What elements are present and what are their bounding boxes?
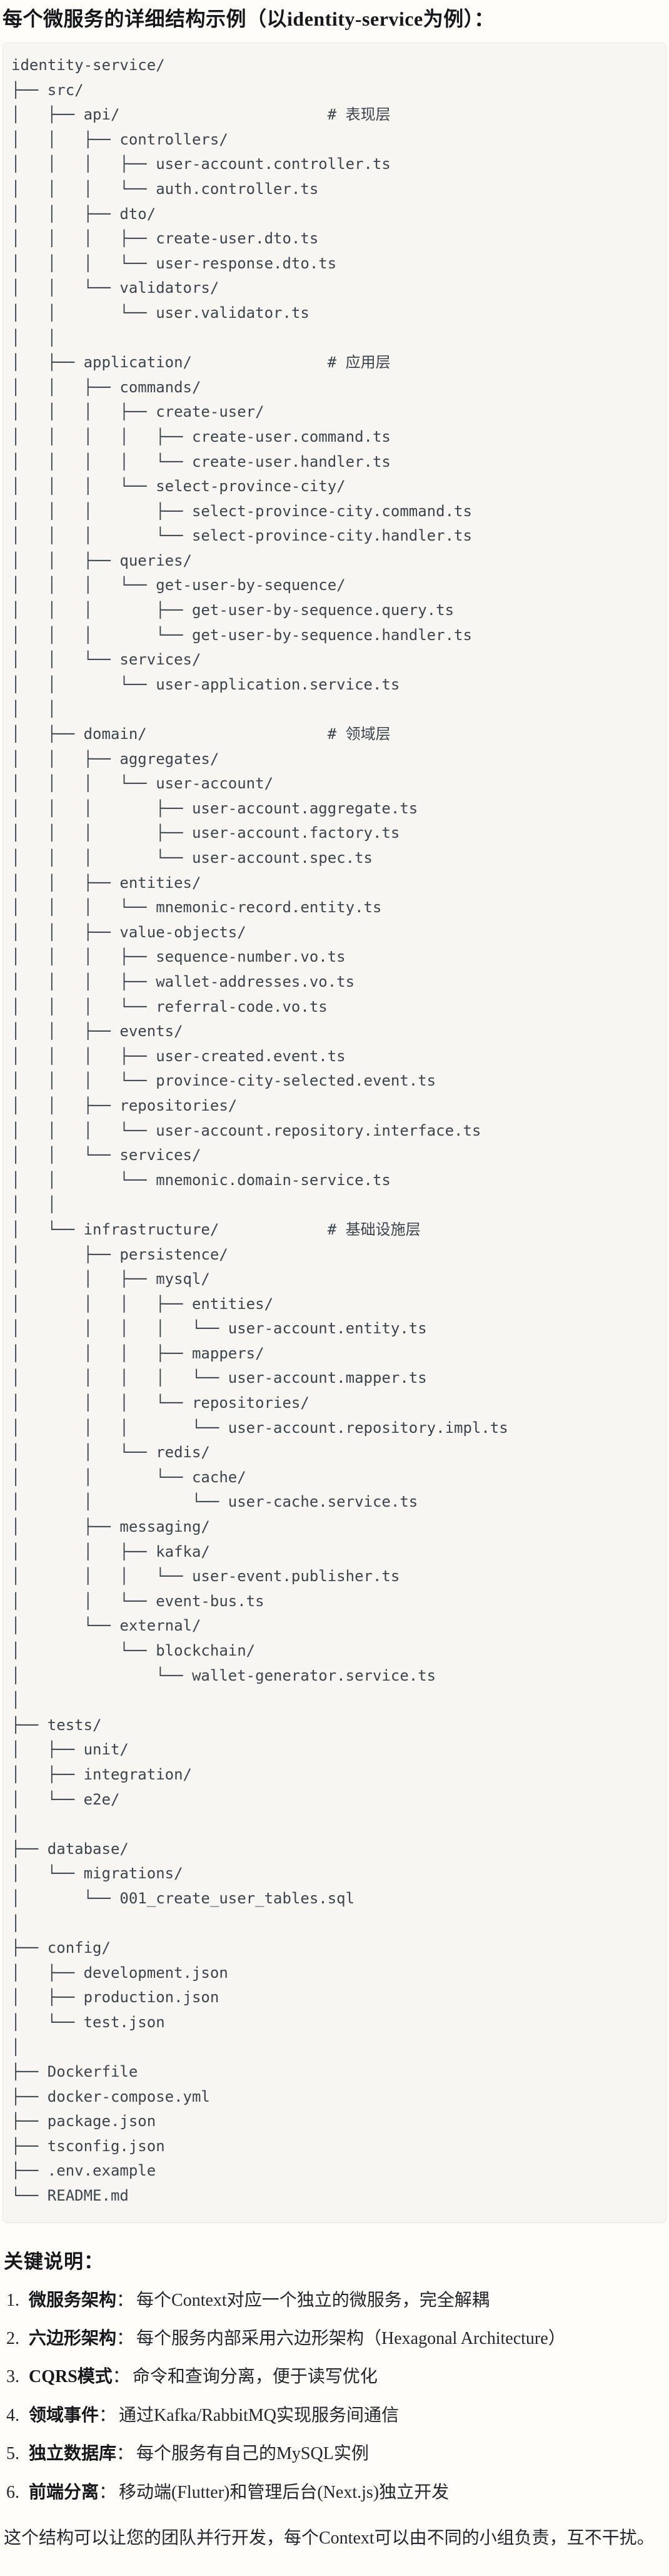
note-colon: ： xyxy=(116,2444,134,2464)
closing-paragraph: 这个结构可以让您的团队并行开发，每个Context可以由不同的小组负责，互不干扰… xyxy=(4,2528,655,2548)
note-term: CQRS模式 xyxy=(29,2367,113,2387)
note-desc: 每个Context对应一个独立的微服务，完全解耦 xyxy=(136,2290,490,2310)
note-desc: 每个服务有自己的MySQL实例 xyxy=(136,2444,369,2464)
note-item: 6. 前端分离：移动端(Flutter)和管理后台(Next.js)独立开发 xyxy=(4,2482,663,2504)
note-colon: ： xyxy=(112,2367,130,2387)
notes-list: 1. 微服务架构：每个Context对应一个独立的微服务，完全解耦 2. 六边形… xyxy=(4,2289,663,2504)
notes-heading: 关键说明： xyxy=(4,2250,104,2273)
note-colon: ： xyxy=(116,2329,134,2349)
note-item: 1. 微服务架构：每个Context对应一个独立的微服务，完全解耦 xyxy=(4,2289,663,2312)
note-term: 微服务架构 xyxy=(29,2290,117,2310)
note-item: 4. 领域事件：通过Kafka/RabbitMQ实现服务间通信 xyxy=(4,2405,663,2427)
note-number: 2. xyxy=(6,2329,24,2349)
note-term: 六边形架构 xyxy=(29,2329,117,2349)
note-item: 5. 独立数据库：每个服务有自己的MySQL实例 xyxy=(4,2443,663,2465)
note-term: 领域事件 xyxy=(29,2405,99,2425)
note-colon: ： xyxy=(116,2290,134,2310)
directory-tree: identity-service/ ├── src/ │ ├── api/ # … xyxy=(11,56,508,2205)
directory-tree-block: identity-service/ ├── src/ │ ├── api/ # … xyxy=(3,43,666,2223)
note-desc: 命令和查询分离，便于读写优化 xyxy=(132,2367,378,2387)
note-number: 1. xyxy=(6,2290,24,2310)
note-item: 3. CQRS模式：命令和查询分离，便于读写优化 xyxy=(4,2366,663,2388)
note-desc: 每个服务内部采用六边形架构（Hexagonal Architecture） xyxy=(136,2329,566,2349)
note-colon: ： xyxy=(99,2405,117,2425)
note-number: 3. xyxy=(6,2367,24,2387)
note-desc: 移动端(Flutter)和管理后台(Next.js)独立开发 xyxy=(119,2482,450,2502)
note-colon: ： xyxy=(99,2482,117,2502)
note-desc: 通过Kafka/RabbitMQ实现服务间通信 xyxy=(119,2405,399,2425)
note-term: 独立数据库 xyxy=(29,2444,117,2464)
note-number: 6. xyxy=(6,2482,24,2502)
note-number: 5. xyxy=(6,2444,24,2464)
page-title: 每个微服务的详细结构示例（以identity-service为例）： xyxy=(3,8,495,30)
note-term: 前端分离 xyxy=(29,2482,99,2502)
note-number: 4. xyxy=(6,2405,24,2425)
note-item: 2. 六边形架构：每个服务内部采用六边形架构（Hexagonal Archite… xyxy=(4,2328,663,2350)
key-notes-section: 关键说明： 1. 微服务架构：每个Context对应一个独立的微服务，完全解耦 … xyxy=(3,2246,665,2550)
